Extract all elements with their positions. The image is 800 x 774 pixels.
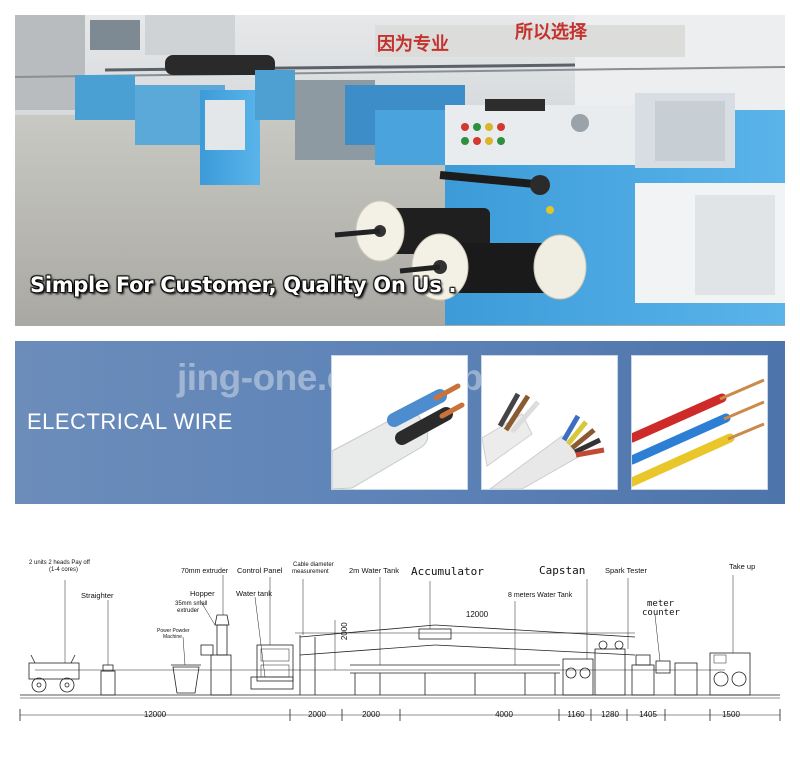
- label-diameter-2: measurement: [292, 569, 329, 575]
- label-70mm-extruder: 70mm extruder: [181, 568, 229, 575]
- payoff-unit: [28, 654, 80, 693]
- multicore-cable-image: [482, 356, 617, 489]
- label-payoff-sub: (1-4 cores): [49, 567, 79, 573]
- banner-title: ELECTRICAL WIRE: [27, 409, 233, 434]
- wire-card-multicore: [481, 355, 618, 490]
- production-line-diagram: 2 units 2 heads Pay off (1-4 cores) Stra…: [15, 545, 785, 765]
- flat-cable-image: [332, 356, 467, 489]
- wire-card-flat-2core: [331, 355, 468, 490]
- label-small-extruder-1: 35mm small: [175, 601, 208, 607]
- factory-scene: 因为专业 所以选择: [15, 15, 785, 326]
- spool-back: [334, 200, 490, 262]
- single-core-wires-image: [632, 356, 767, 489]
- spool-front: [399, 233, 587, 301]
- electrical-wire-banner: ELECTRICAL WIRE jing-one.en.alibaba.com: [15, 341, 785, 504]
- label-accumulator: Accumulator: [411, 565, 484, 578]
- label-control-panel: Control Panel: [237, 566, 283, 575]
- label-capstan: Capstan: [539, 564, 586, 577]
- dim-5: 1160: [567, 710, 585, 719]
- dim-3: 2000: [362, 710, 380, 719]
- label-take-up: Take up: [729, 562, 756, 571]
- label-hopper: Hopper: [190, 589, 215, 598]
- label-powder-1: Power Powder: [157, 628, 190, 634]
- dim-6: 1280: [601, 710, 619, 719]
- diagram-drawing: [19, 575, 781, 721]
- label-payoff: 2 units 2 heads Pay off: [29, 560, 90, 566]
- label-spark-tester: Spark Tester: [605, 566, 647, 575]
- wall-sign-right: 所以选择: [515, 21, 588, 43]
- label-meter-1: meter: [647, 599, 675, 609]
- label-small-extruder-2: extruder: [177, 608, 200, 614]
- label-powder-2: Machine: [163, 634, 182, 640]
- label-straighter: Straighter: [81, 591, 114, 600]
- dim-height: 2000: [340, 622, 349, 641]
- control-buttons: [461, 99, 589, 145]
- dim-2: 2000: [308, 710, 326, 719]
- dim-7: 1405: [639, 710, 657, 719]
- label-2m-water-tank: 2m Water Tank: [349, 566, 400, 575]
- label-diameter-1: Cable diameter: [293, 562, 334, 568]
- dim-top-length: 12000: [465, 610, 489, 619]
- dim-1: 12000: [143, 710, 167, 719]
- label-8m-water-tank: 8 meters Water Tank: [508, 592, 573, 599]
- photo-slogan: Simple For Customer, Quality On Us .: [30, 273, 457, 297]
- wall-sign-left: 因为专业: [377, 33, 449, 55]
- dim-4: 4000: [495, 710, 513, 719]
- wire-card-single-core: [631, 355, 768, 490]
- dim-8: 1500: [722, 710, 740, 719]
- label-meter-2: counter: [642, 608, 680, 618]
- factory-photo: 因为专业 所以选择: [15, 15, 785, 326]
- label-water-tank: Water tank: [236, 589, 272, 598]
